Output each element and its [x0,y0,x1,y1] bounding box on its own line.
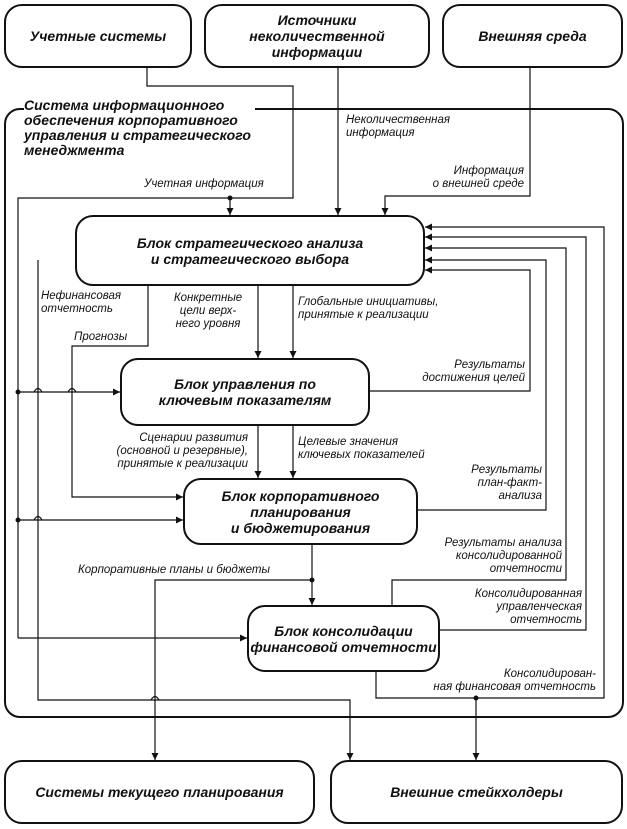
box-corporate-planning: Блок корпоративного планирования и бюдже… [183,478,418,545]
box-strategic-analysis: Блок стратегического анализа и стратегич… [75,215,425,286]
box-consolidation: Блок консолидации финансовой отчетности [247,605,440,672]
line-goal-results [370,266,531,392]
label-consolidated-fin: Консолидирован- ная финансовая отчетност… [433,668,596,693]
label-non-quant-info: Неколичественная информация [346,114,451,139]
label-global-initiatives: Глобальные инициативы, принятые к реализ… [298,296,439,321]
box-accounting-systems: Учетные системы [4,4,192,68]
label-corporate-plans: Корпоративные планы и бюджеты [78,564,270,576]
label-kpi-targets: Целевые значения ключевых показателей [298,436,425,461]
box-current-planning-systems: Системы текущего планирования [4,760,315,824]
label-non-financial: Нефинансовая отчетность [41,290,122,315]
line-accounting-down [146,68,294,199]
label-forecasts: Прогнозы [74,331,128,343]
system-title: Система информационного обеспечения корп… [24,98,255,158]
box-non-quantitative-sources: Источники неколичественной информации [204,4,430,68]
line-accounting-left [17,197,230,638]
box-external-stakeholders: Внешние стейкхолдеры [330,760,623,824]
system-frame [4,108,624,718]
label-consolidated-analysis: Результаты анализа консолидированной отч… [444,537,563,575]
label-top-goals: Конкретные цели верх- него уровня [173,292,243,330]
arrow-external-to-strategic [381,68,531,215]
label-scenarios: Сценарии развития (основной и резервные)… [116,432,249,470]
label-plan-fact: Результаты план-факт- анализа [471,464,542,502]
line-consolidated-analysis [391,244,567,606]
label-consolidated-mgmt: Консолидированная управленческая отчетно… [474,588,582,626]
line-consolidated-fin [375,223,605,699]
box-external-environment: Внешняя среда [442,4,623,68]
arrow-nonfin-to-stakeholders [37,260,354,760]
label-goal-results: Результаты достижения целей [422,359,525,384]
line-consolidated-mgmt [425,233,587,631]
box-kpi-management: Блок управления по ключевым показателям [120,358,370,426]
label-accounting-info: Учетная информация [144,178,264,190]
line-plan-fact [418,256,547,511]
line-nonfinancial [71,286,183,501]
label-external-info: Информация о внешней среде [432,165,524,190]
